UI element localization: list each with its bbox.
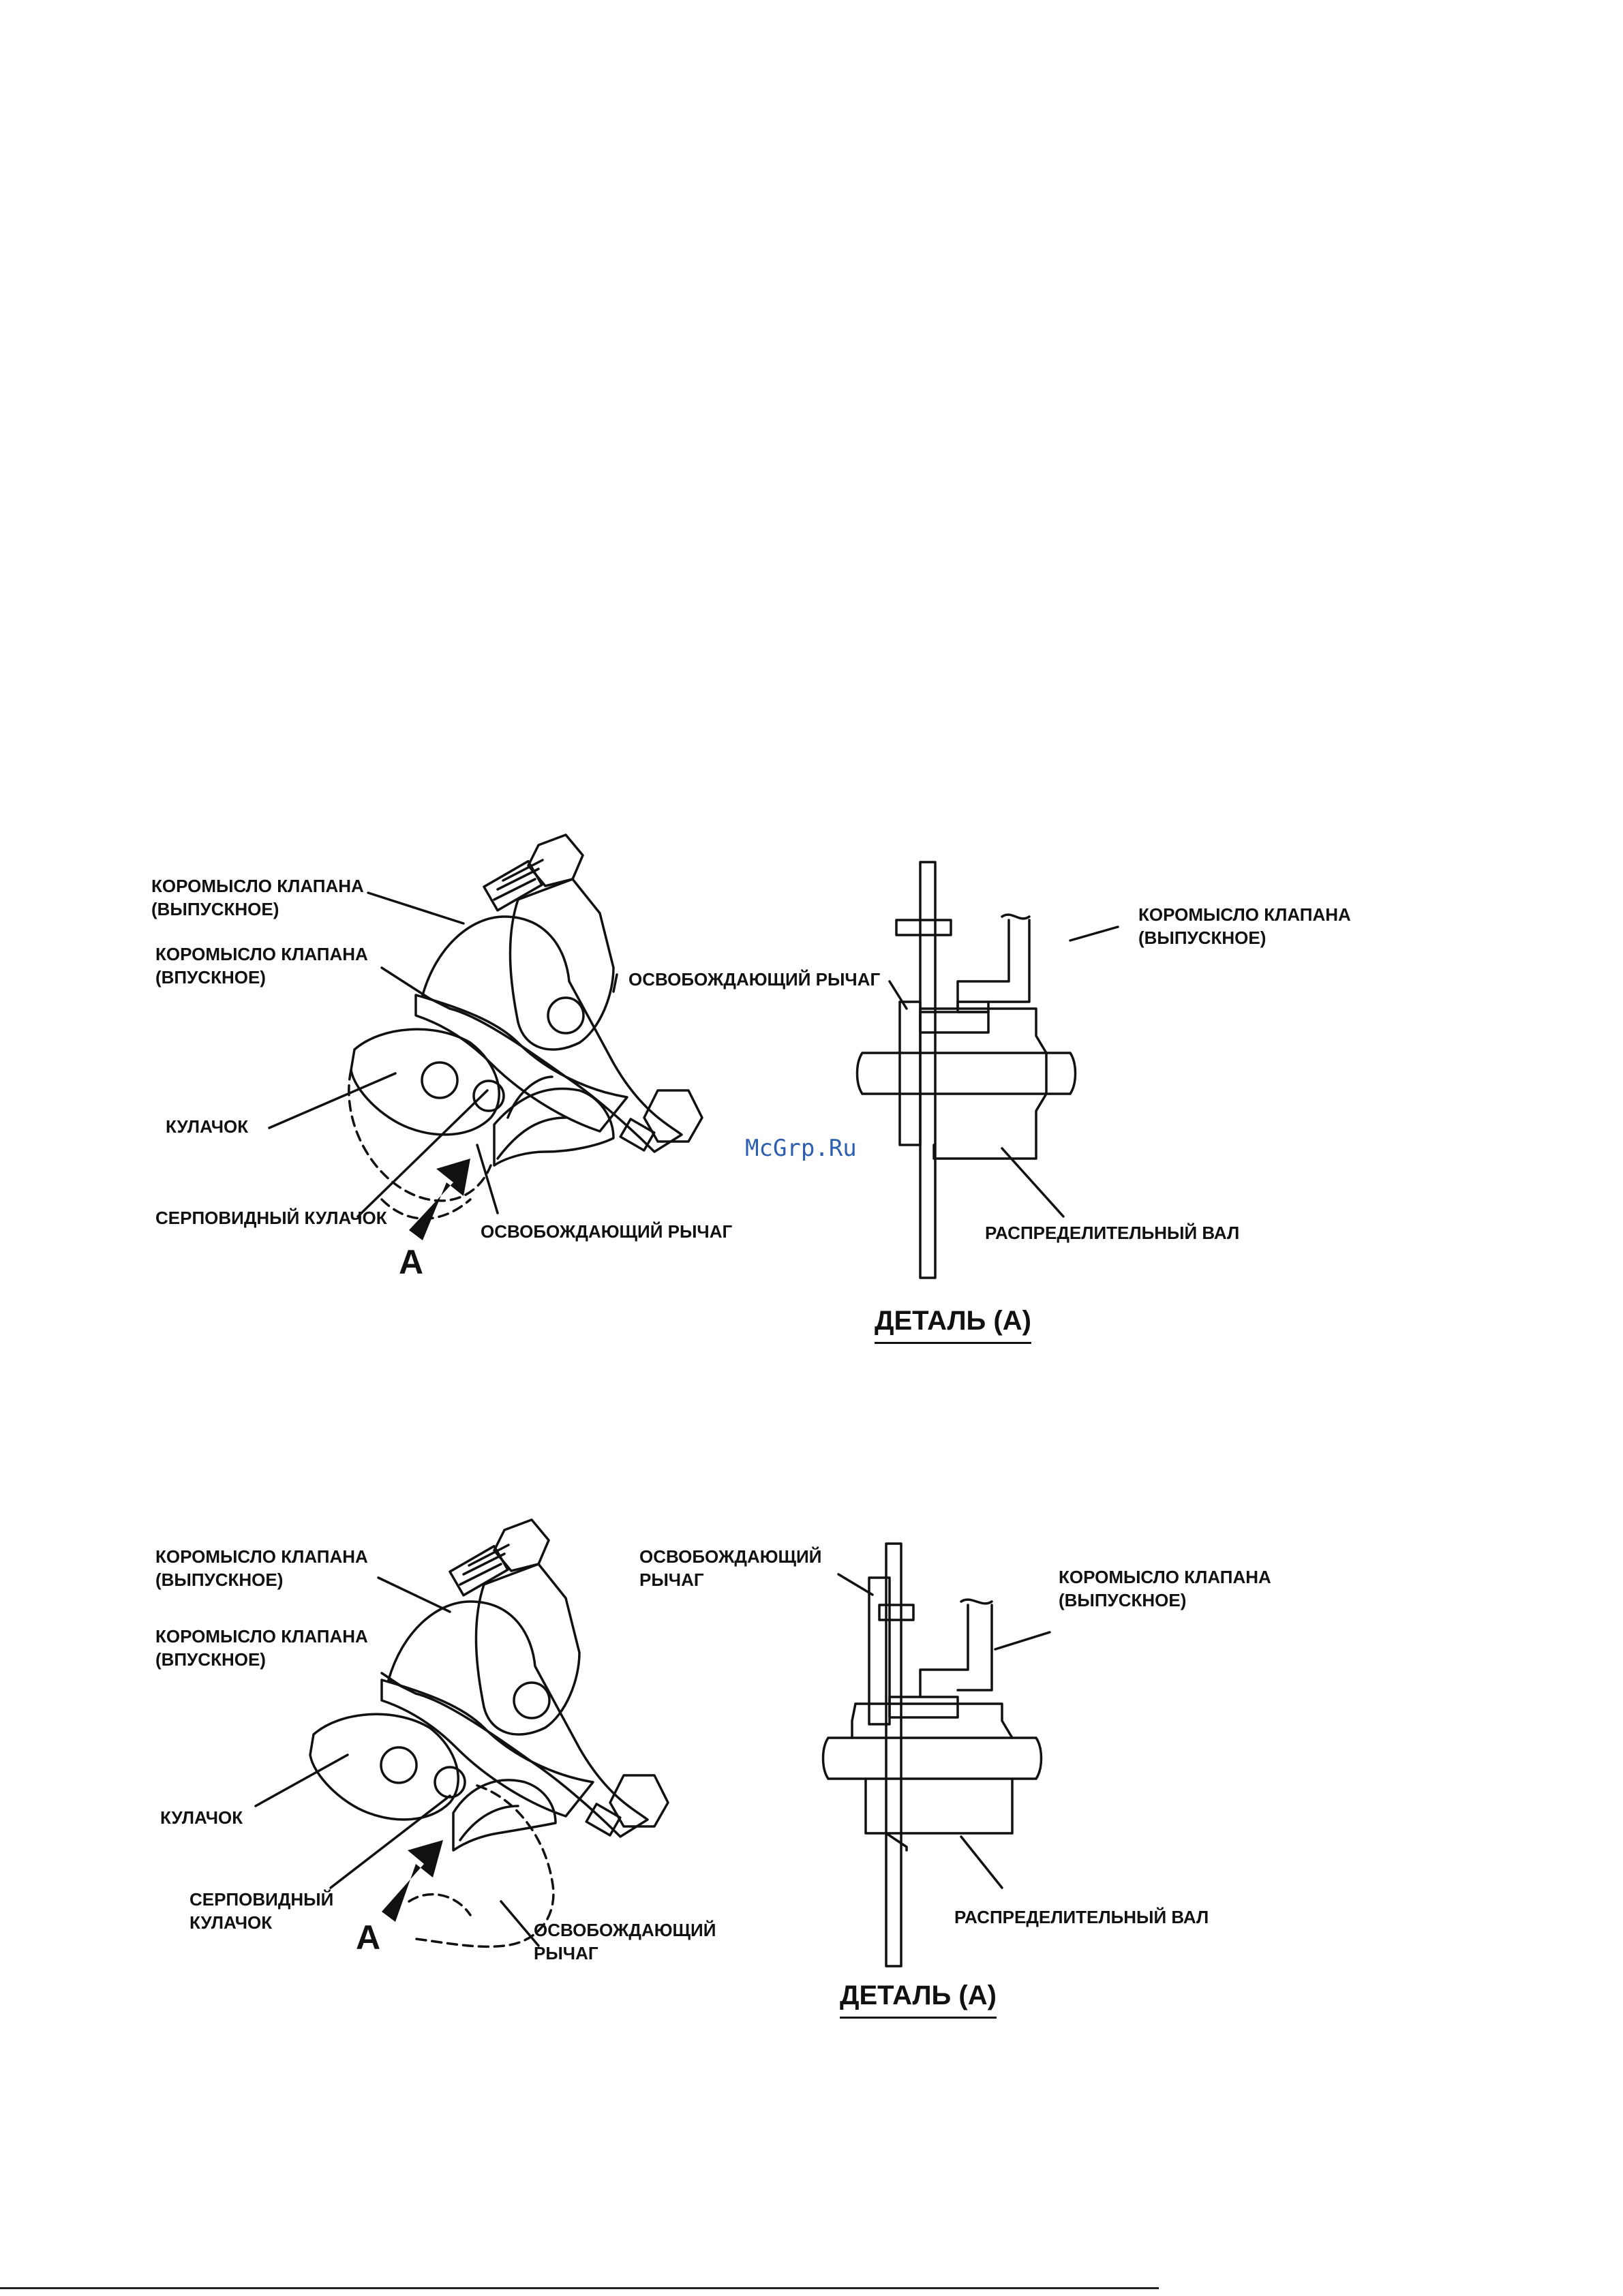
top-adjust-nut-bottom (643, 1089, 703, 1143)
bottom-detail-rod (885, 1542, 902, 1968)
bottom-label-exhaust-rocker: КОРОМЫСЛО КЛАПАНА (ВЫПУСКНОЕ) (155, 1546, 368, 1590)
bottom-detail-label-exhaust-rocker: КОРОМЫСЛО КЛАПАНА (ВЫПУСКНОЕ) (1059, 1567, 1271, 1610)
bottom-rocker-pivot (513, 1681, 551, 1719)
top-label-crescent-cam: СЕРПОВИДНЫЙ КУЛАЧОК (155, 1208, 387, 1228)
top-detail-camshaft (855, 1052, 1077, 1095)
top-leader-release-lower (476, 1144, 499, 1214)
bottom-leader-release (500, 1900, 540, 1947)
top-leader-exhaust (367, 891, 465, 925)
bottom-detail-leader-release (837, 1573, 874, 1596)
top-rocker-body (509, 878, 615, 1051)
top-detail-lever-plate (898, 1000, 922, 1146)
top-detail-leader-rocker (1069, 925, 1119, 942)
bottom-rocker-body (474, 1563, 581, 1736)
top-roller (472, 1080, 505, 1112)
top-cam-lobe (350, 1028, 500, 1136)
top-leader-intake (380, 966, 431, 1000)
top-detail-label-camshaft: РАСПРЕДЕЛИТЕЛЬНЫЙ ВАЛ (985, 1223, 1240, 1243)
bottom-rocker-assembly (254, 1518, 669, 1948)
top-adjust-screw (483, 859, 543, 912)
bottom-detail-lever-plate (868, 1576, 891, 1726)
bottom-leader-exhaust (377, 1576, 451, 1613)
bottom-detail-a (821, 1542, 1051, 1968)
top-rocker-pivot (547, 996, 585, 1035)
bottom-detail-body (851, 1702, 1014, 1852)
bottom-detail-leader-camshaft (960, 1835, 1003, 1889)
top-detail-title: ДЕТАЛЬ (А) (875, 1305, 1031, 1344)
top-label-intake-rocker: КОРОМЫСЛО КЛАПАНА (ВПУСКНОЕ) (155, 944, 368, 988)
bottom-label-cam: КУЛАЧОК (160, 1807, 243, 1828)
top-label-release-lever-lower: ОСВОБОЖДАЮЩИЙ РЫЧАГ (481, 1221, 733, 1242)
top-detail-leader-camshaft (1001, 1147, 1065, 1218)
top-detail-leader-release (888, 980, 908, 1010)
bottom-label-intake-rocker: КОРОМЫСЛО КЛАПАНА (ВПУСКНОЕ) (155, 1626, 368, 1670)
top-label-arrow-a: A (399, 1243, 424, 1281)
top-intake-rocker-arm (414, 994, 628, 1133)
bottom-detail-title: ДЕТАЛЬ (А) (840, 1980, 997, 2019)
bottom-label-release-lever: ОСВОБОЖДАЮЩИЙ РЫЧАГ (534, 1920, 716, 1963)
bottom-detail-camshaft (821, 1736, 1043, 1780)
top-detail-label-exhaust-rocker: КОРОМЫСЛО КЛАПАНА (ВЫПУСКНОЕ) (1138, 904, 1351, 948)
top-exhaust-rocker-arm (421, 915, 683, 1153)
bottom-roller (434, 1766, 466, 1798)
watermark: McGrp.Ru (745, 1135, 857, 1162)
bottom-label-arrow-a: A (356, 1918, 381, 1957)
top-label-release-lever-upper: ОСВОБОЖДАЮЩИЙ РЫЧАГ (628, 969, 881, 990)
bottom-detail-label-camshaft: РАСПРЕДЕЛИТЕЛЬНЫЙ ВАЛ (954, 1907, 1209, 1927)
top-crescent-cam-dashed (348, 1069, 492, 1202)
top-cam-hole (421, 1061, 459, 1099)
top-detail-body (919, 1007, 1048, 1160)
top-arrow-a (409, 1159, 470, 1240)
bottom-adjust-screw (449, 1544, 509, 1597)
top-detail-a (855, 861, 1119, 1279)
bottom-adjust-nut (493, 1518, 550, 1572)
bottom-exhaust-rocker-arm (387, 1600, 649, 1838)
bottom-label-crescent-cam: СЕРПОВИДНЫЙ КУЛАЧОК (189, 1889, 334, 1933)
bottom-leader-crescent (329, 1794, 451, 1889)
bottom-leader-cam (254, 1754, 349, 1807)
top-rocker-assembly (268, 833, 703, 1240)
bottom-detail-rocker (919, 1604, 993, 1698)
bottom-release-lever-dashed (414, 1784, 555, 1948)
bottom-crescent-cam (452, 1779, 557, 1852)
top-label-exhaust-rocker: КОРОМЫСЛО КЛАПАНА (ВЫПУСКНОЕ) (151, 876, 364, 919)
top-detail-rod (919, 861, 937, 1279)
bottom-cam-lobe (309, 1713, 459, 1821)
bottom-leader-intake (380, 1672, 404, 1688)
bottom-detail-leader-rocker (994, 1631, 1051, 1651)
page-bottom-rule (0, 2287, 1159, 2289)
top-leader-crescent (357, 1089, 489, 1218)
top-leader-release-upper (612, 973, 618, 993)
top-leader-cam (268, 1072, 397, 1129)
bottom-arrow-a (382, 1840, 443, 1922)
top-release-lever (493, 1087, 615, 1167)
top-label-cam: КУЛАЧОК (166, 1116, 249, 1137)
bottom-intake-rocker-arm (380, 1679, 594, 1818)
bottom-detail-label-release-lever: ОСВОБОЖДАЮЩИЙ РЫЧАГ (639, 1546, 822, 1590)
top-detail-rocker (956, 919, 1031, 1010)
bottom-adjust-nut-bottom (609, 1774, 669, 1828)
bottom-cam-hole (380, 1746, 418, 1784)
top-adjust-nut (527, 833, 584, 887)
